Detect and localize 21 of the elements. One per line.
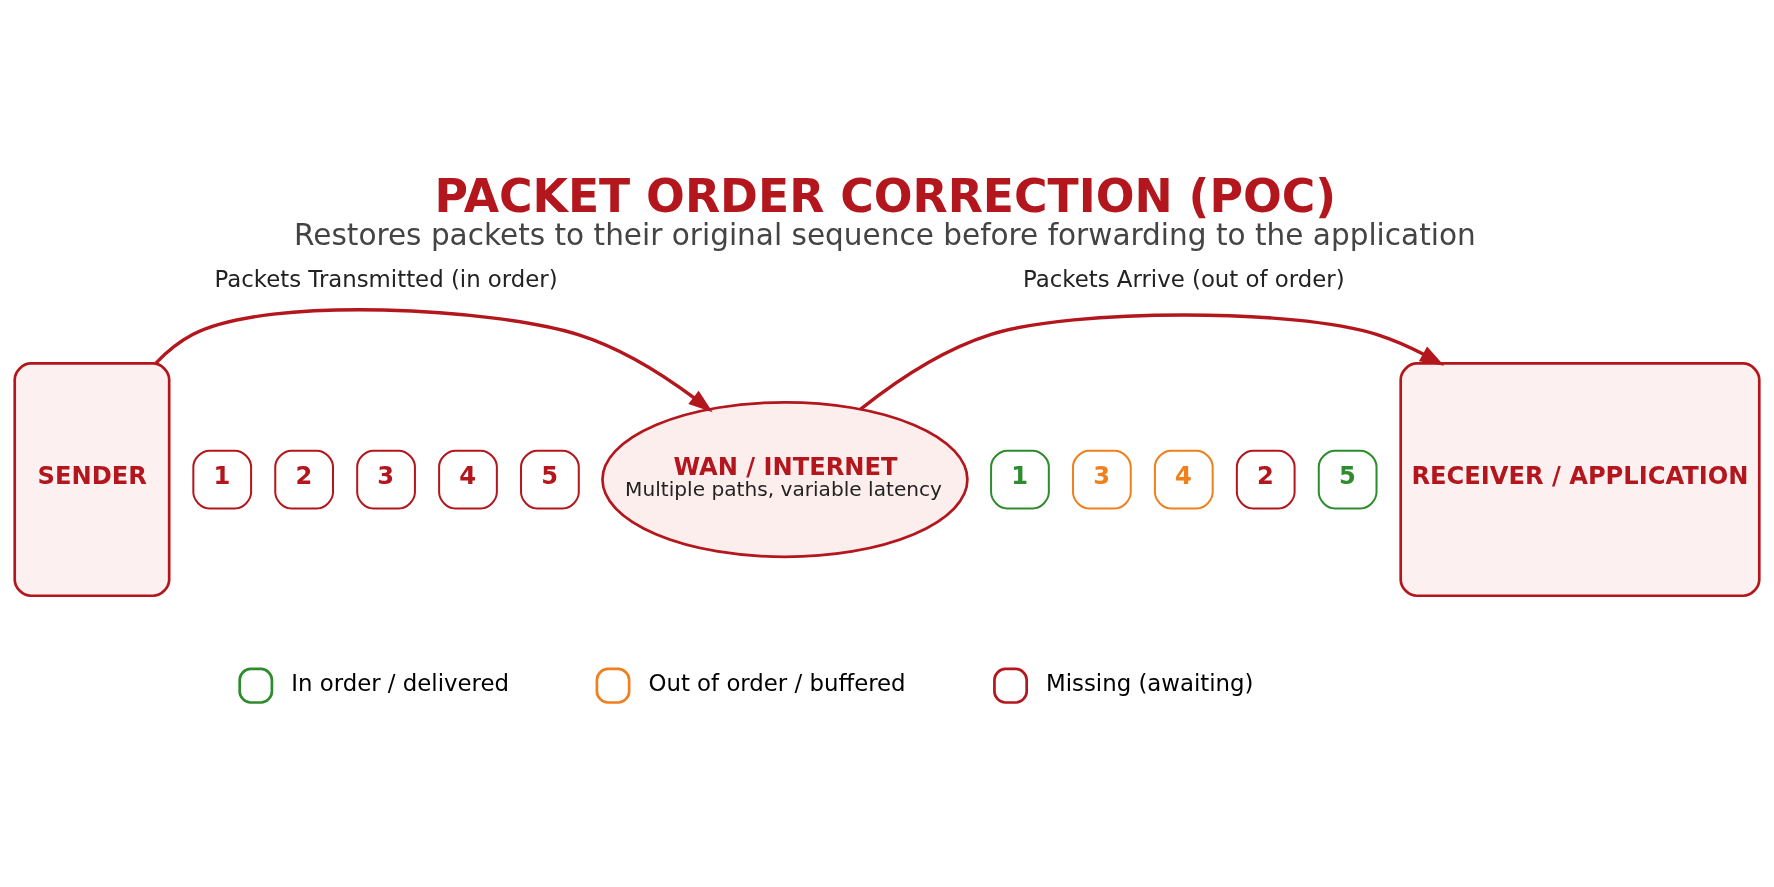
label: Packets Transmitted (in order) — [214, 265, 558, 292]
node-box: SENDER — [13, 361, 171, 597]
legend-label: Out of order / buffered — [648, 669, 906, 696]
node-box: 4 — [438, 449, 498, 509]
node-box: 2 — [274, 449, 334, 509]
label: Packets Arrive (out of order) — [1023, 265, 1345, 292]
node-box: 5 — [520, 449, 580, 509]
legend-label: Missing (awaiting) — [1046, 669, 1254, 696]
node-ellipse: WAN / INTERNET Multiple paths, variable latency — [601, 400, 969, 558]
legend-label: In order / delivered — [291, 669, 509, 696]
node-box: 3 — [1072, 449, 1132, 509]
node-box: 1 — [192, 449, 253, 509]
node-box: 4 — [1153, 449, 1214, 509]
diagram-title: PACKET ORDER CORRECTION (POC) — [434, 169, 1337, 223]
node-box: 5 — [1317, 449, 1378, 509]
node-box: 2 — [1235, 449, 1296, 509]
arrow — [859, 312, 1445, 410]
node-box: 3 — [356, 449, 416, 509]
node-box: 1 — [990, 449, 1050, 509]
node-box: RECEIVER / APPLICATION — [1399, 361, 1761, 597]
arrow — [154, 307, 713, 412]
